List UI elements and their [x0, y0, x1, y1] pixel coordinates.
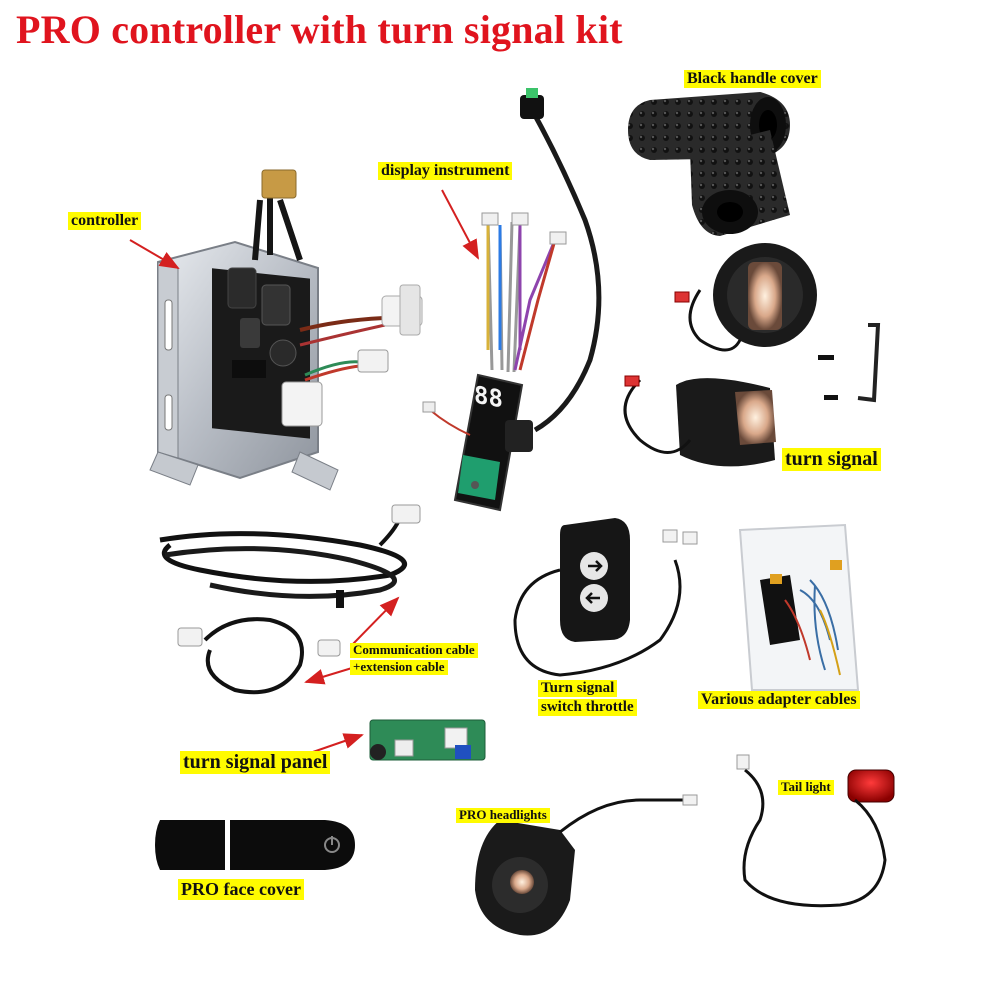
label-pro-headlights: PRO headlights — [456, 807, 550, 823]
handle-covers — [628, 92, 790, 236]
display-instrument — [422, 88, 602, 512]
adapter-cables-bag — [738, 523, 860, 691]
pro-headlight — [475, 794, 698, 936]
label-display-instrument: display instrument — [378, 162, 513, 181]
label-controller: controller — [68, 212, 142, 231]
turn-signal-panel-board — [369, 719, 486, 761]
label-turn-signal-panel: turn signal panel — [180, 751, 331, 774]
page-title: PRO controller with turn signal kit — [16, 7, 623, 52]
communication-cables — [159, 504, 421, 695]
turn-signal-switch — [513, 518, 698, 677]
label-tail-light: Tail light — [778, 779, 834, 795]
label-black-handle-cover: Black handle cover — [684, 70, 821, 89]
turn-signal-lights — [623, 243, 881, 467]
label-turn-signal: turn signal — [782, 448, 881, 471]
label-various-adapter-cables: Various adapter cables — [698, 691, 860, 710]
callout-arrows — [129, 189, 479, 754]
label-extension-cable: +extension cable — [350, 659, 448, 675]
label-pro-face-cover: PRO face cover — [178, 879, 304, 900]
label-switch-throttle: switch throttle — [538, 699, 637, 717]
controller-unit — [149, 169, 423, 491]
label-turn-signal-switch: Turn signal — [538, 680, 618, 698]
tail-light — [736, 754, 895, 908]
pro-face-cover — [155, 820, 355, 870]
label-communication-cable: Communication cable — [350, 642, 478, 658]
